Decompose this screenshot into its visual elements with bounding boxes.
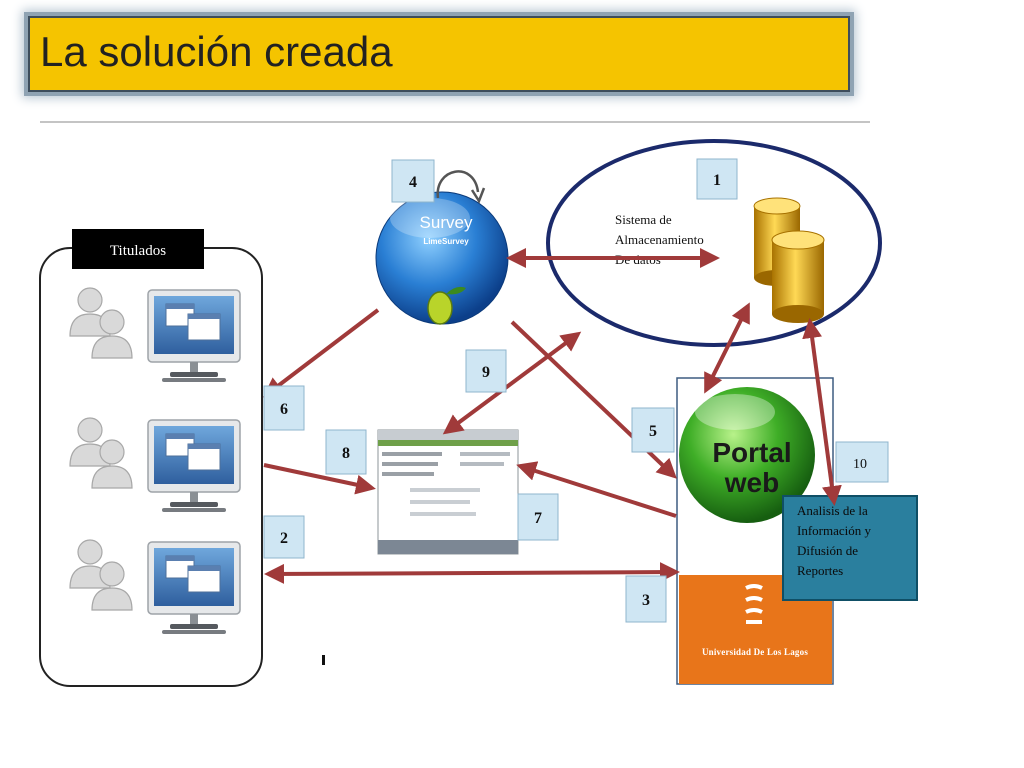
- survey-subname: LimeSurvey: [423, 237, 469, 246]
- svg-text:1: 1: [713, 172, 721, 189]
- title-banner: La solución creada: [28, 16, 850, 92]
- step-badge-3: 3: [625, 575, 667, 623]
- browser-screenshot-icon: [377, 429, 519, 555]
- svg-text:7: 7: [534, 510, 542, 527]
- university-logo-icon: Universidad De Los Lagos: [679, 575, 832, 684]
- svg-text:3: 3: [642, 592, 650, 609]
- svg-text:10: 10: [853, 457, 867, 472]
- storage-label-1: Sistema de: [615, 212, 672, 227]
- refresh-loop-icon: [436, 170, 480, 199]
- titulados-label: Titulados: [110, 243, 166, 259]
- analysis-box: [782, 495, 918, 601]
- svg-text:Información y: Información y: [797, 523, 872, 538]
- svg-text:5: 5: [649, 423, 657, 440]
- step-badge-2: 2: [263, 515, 305, 559]
- arrow-titulados-portal: [264, 562, 680, 584]
- step-badge-8: 8: [325, 429, 367, 475]
- portal-label-1: Portal: [712, 437, 791, 468]
- svg-text:4: 4: [409, 174, 417, 191]
- svg-text:Almacenamiento: Almacenamiento: [615, 232, 704, 247]
- svg-text:2: 2: [280, 530, 288, 547]
- monitor-icon: [147, 289, 241, 635]
- arrow-database-analysis: [802, 318, 842, 506]
- step-badge-7: 7: [517, 493, 559, 541]
- analysis-label-3: Difusión de: [797, 543, 858, 558]
- title-divider: [40, 121, 870, 123]
- svg-text:8: 8: [342, 445, 350, 462]
- arrow-storage-browser: [442, 331, 582, 435]
- svg-text:Reportes: Reportes: [797, 563, 843, 578]
- analysis-label-2: Información y: [797, 523, 872, 538]
- portal-label-2: web: [724, 467, 779, 498]
- svg-text:Sistema de: Sistema de: [615, 212, 672, 227]
- page-title: La solución creada: [40, 28, 393, 75]
- svg-text:Analisis de la: Analisis de la: [797, 503, 868, 518]
- university-name: Universidad De Los Lagos: [702, 647, 808, 657]
- analysis-label-4: Reportes: [797, 563, 843, 578]
- arrow-portal-database: [704, 302, 750, 394]
- svg-text:9: 9: [482, 364, 490, 381]
- step-badge-9: 9: [465, 349, 507, 393]
- step-badge-4: 4: [391, 159, 435, 203]
- titulados-label-box: [72, 229, 204, 269]
- svg-text:Difusión de: Difusión de: [797, 543, 858, 558]
- storage-label-2: Almacenamiento: [615, 232, 704, 247]
- step-badge-1: 1: [696, 158, 738, 200]
- step-badge-10: 10: [835, 441, 889, 483]
- svg-text:6: 6: [280, 401, 288, 418]
- stray-mark: [322, 655, 325, 665]
- step-badge-5: 5: [631, 407, 675, 453]
- survey-name: Survey: [420, 213, 473, 232]
- arrow-titulados-browser: [263, 463, 376, 495]
- analysis-label-1: Analisis de la: [797, 503, 868, 518]
- survey-globe-icon: Survey LimeSurvey: [375, 191, 509, 325]
- step-badge-6: 6: [263, 385, 305, 431]
- arrow-survey-portal: [510, 320, 677, 479]
- arrow-survey-titulados: [262, 308, 380, 398]
- arrow-portal-browser: [516, 461, 677, 518]
- portal-globe-icon: Portal web: [679, 387, 815, 523]
